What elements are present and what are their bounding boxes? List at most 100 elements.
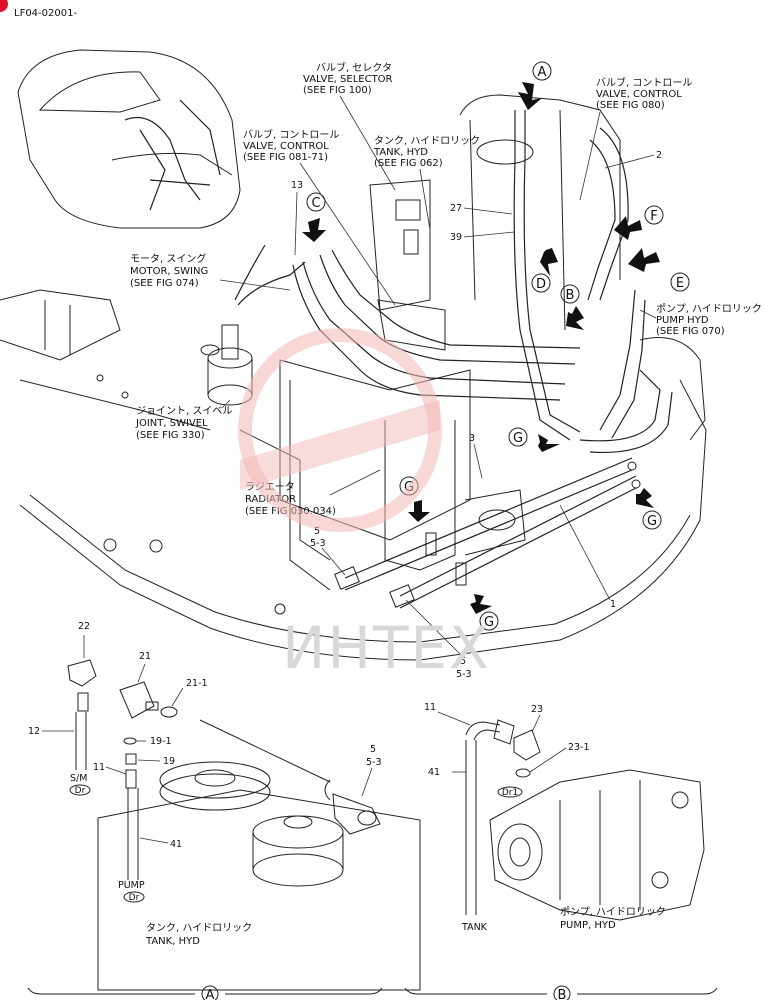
svg-text:(SEE FIG 330): (SEE FIG 330) xyxy=(136,430,205,441)
svg-text:(SEE FIG 081-71): (SEE FIG 081-71) xyxy=(243,152,328,163)
svg-text:(SEE FIG 074): (SEE FIG 074) xyxy=(130,278,199,289)
label-pump-hyd-bottom: ポンプ, ハイドロリック PUMP, HYD xyxy=(560,906,666,931)
callout-C: C xyxy=(306,192,326,212)
svg-text:ポンプ, ハイドロリック: ポンプ, ハイドロリック xyxy=(560,906,666,918)
radiator-block xyxy=(279,359,526,591)
svg-text:21: 21 xyxy=(139,651,151,662)
callout-F: F xyxy=(644,205,664,225)
watermark-text: ИНТЕХ xyxy=(282,614,491,682)
svg-text:1: 1 xyxy=(610,599,616,610)
svg-text:5: 5 xyxy=(314,526,320,537)
svg-text:PUMP, HYD: PUMP, HYD xyxy=(560,920,616,931)
svg-text:TANK: TANK xyxy=(461,922,488,933)
svg-text:PUMP: PUMP xyxy=(118,880,145,891)
svg-text:G: G xyxy=(513,431,523,446)
svg-text:S/M: S/M xyxy=(70,773,87,784)
svg-text:B: B xyxy=(566,288,575,303)
svg-text:Dr: Dr xyxy=(129,893,140,903)
part-number-1: 1 xyxy=(559,504,616,610)
svg-text:C: C xyxy=(311,196,320,211)
svg-text:Dr: Dr xyxy=(75,786,86,796)
svg-text:A: A xyxy=(206,988,215,1000)
callout-arrows xyxy=(302,82,660,614)
svg-text:41: 41 xyxy=(428,767,440,778)
doc-id: LF04-02001- xyxy=(14,8,77,19)
svg-text:VALVE, SELECTOR: VALVE, SELECTOR xyxy=(303,74,393,85)
label-joint-swivel: ジョイント, スイベル JOINT, SWIVEL (SEE FIG 330) xyxy=(135,405,232,441)
svg-text:E: E xyxy=(676,276,684,291)
svg-text:バルブ, セレクタ: バルブ, セレクタ xyxy=(316,61,392,74)
svg-text:MOTOR, SWING: MOTOR, SWING xyxy=(130,266,208,277)
valve-group xyxy=(369,94,621,351)
svg-text:11: 11 xyxy=(424,702,436,713)
svg-text:23-1: 23-1 xyxy=(568,742,590,753)
svg-text:(SEE FIG 070): (SEE FIG 070) xyxy=(656,326,725,337)
svg-text:12: 12 xyxy=(28,726,40,737)
svg-text:ポンプ, ハイドロリック: ポンプ, ハイドロリック xyxy=(656,303,762,315)
detail-b-part-numbers: 11 23 23-1 41 xyxy=(424,702,590,778)
svg-text:ジョイント, スイベル: ジョイント, スイベル xyxy=(136,405,232,417)
svg-text:モータ, スイング: モータ, スイング xyxy=(130,252,206,265)
label-valve-control-top: バルブ, コントロール VALVE, CONTROL (SEE FIG 080) xyxy=(596,76,692,111)
pipe-assembly xyxy=(334,457,641,609)
svg-text:39: 39 xyxy=(450,232,462,243)
svg-text:21-1: 21-1 xyxy=(186,678,208,689)
detail-b-port-labels: Dr1 TANK xyxy=(461,786,523,933)
svg-text:VALVE, CONTROL: VALVE, CONTROL xyxy=(596,89,682,100)
watermark-logo xyxy=(238,328,442,532)
svg-text:G: G xyxy=(484,615,494,630)
hoses xyxy=(234,110,673,454)
svg-text:バルブ, コントロール: バルブ, コントロール xyxy=(596,76,692,89)
part-number-13: 13 xyxy=(291,180,303,256)
svg-text:27: 27 xyxy=(450,203,462,214)
label-valve-selector: バルブ, セレクタ VALVE, SELECTOR (SEE FIG 100) xyxy=(303,61,393,96)
label-motor-swing: モータ, スイング MOTOR, SWING (SEE FIG 074) xyxy=(130,252,208,289)
svg-text:11: 11 xyxy=(93,762,105,773)
callout-D: D xyxy=(531,273,551,293)
callout-B-top: B xyxy=(560,284,580,304)
svg-text:(SEE FIG 080): (SEE FIG 080) xyxy=(596,100,665,111)
callout-G-3: G xyxy=(642,510,662,530)
detail-bracket-b: B xyxy=(404,985,718,1000)
detail-a-part-numbers: 22 21 21-1 12 19-1 11 19 41 5 5-3 xyxy=(28,621,382,850)
label-valve-control-left: バルブ, コントロール VALVE, CONTROL (SEE FIG 081-… xyxy=(243,128,339,163)
detail-b-pump xyxy=(489,769,705,921)
detail-a-fittings xyxy=(42,635,184,880)
svg-text:タンク, ハイドロリック: タンク, ハイドロリック xyxy=(374,135,480,147)
part-number-3: 3 xyxy=(469,433,483,479)
svg-text:A: A xyxy=(538,65,547,80)
svg-text:バルブ, コントロール: バルブ, コントロール xyxy=(243,128,339,141)
svg-text:5: 5 xyxy=(370,744,376,755)
svg-text:TANK, HYD: TANK, HYD xyxy=(373,147,428,158)
corner-mark xyxy=(0,0,8,12)
label-tank-hyd: タンク, ハイドロリック TANK, HYD (SEE FIG 062) xyxy=(373,135,480,169)
svg-text:(SEE FIG 100): (SEE FIG 100) xyxy=(303,85,372,96)
svg-text:F: F xyxy=(650,209,657,224)
part-number-27: 27 xyxy=(450,203,513,215)
svg-text:5-3: 5-3 xyxy=(366,757,382,768)
svg-text:B: B xyxy=(558,988,567,1000)
detail-b-fittings xyxy=(437,711,567,915)
detail-bracket-a: A xyxy=(27,985,383,1000)
callout-A-top: A xyxy=(532,61,552,81)
svg-text:PUMP HYD: PUMP HYD xyxy=(656,315,709,326)
svg-text:VALVE, CONTROL: VALVE, CONTROL xyxy=(243,141,329,152)
svg-text:5-3: 5-3 xyxy=(456,669,472,680)
label-pump-hyd-top: ポンプ, ハイドロリック PUMP HYD (SEE FIG 070) xyxy=(656,303,762,337)
svg-text:19-1: 19-1 xyxy=(150,736,172,747)
svg-text:JOINT, SWIVEL: JOINT, SWIVEL xyxy=(135,418,208,429)
svg-text:5-3: 5-3 xyxy=(310,538,326,549)
part-number-39: 39 xyxy=(450,231,515,243)
svg-text:TANK, HYD: TANK, HYD xyxy=(145,936,200,947)
svg-text:13: 13 xyxy=(291,180,303,191)
svg-text:19: 19 xyxy=(163,756,175,767)
callout-E: E xyxy=(670,272,690,292)
label-tank-hyd-bottom: タンク, ハイドロリック TANK, HYD xyxy=(145,922,252,947)
callout-G-4: G xyxy=(479,611,499,631)
svg-text:5: 5 xyxy=(460,656,466,667)
upper-frame xyxy=(0,289,707,661)
svg-text:2: 2 xyxy=(656,150,662,161)
svg-text:G: G xyxy=(647,514,657,529)
svg-text:22: 22 xyxy=(78,621,90,632)
